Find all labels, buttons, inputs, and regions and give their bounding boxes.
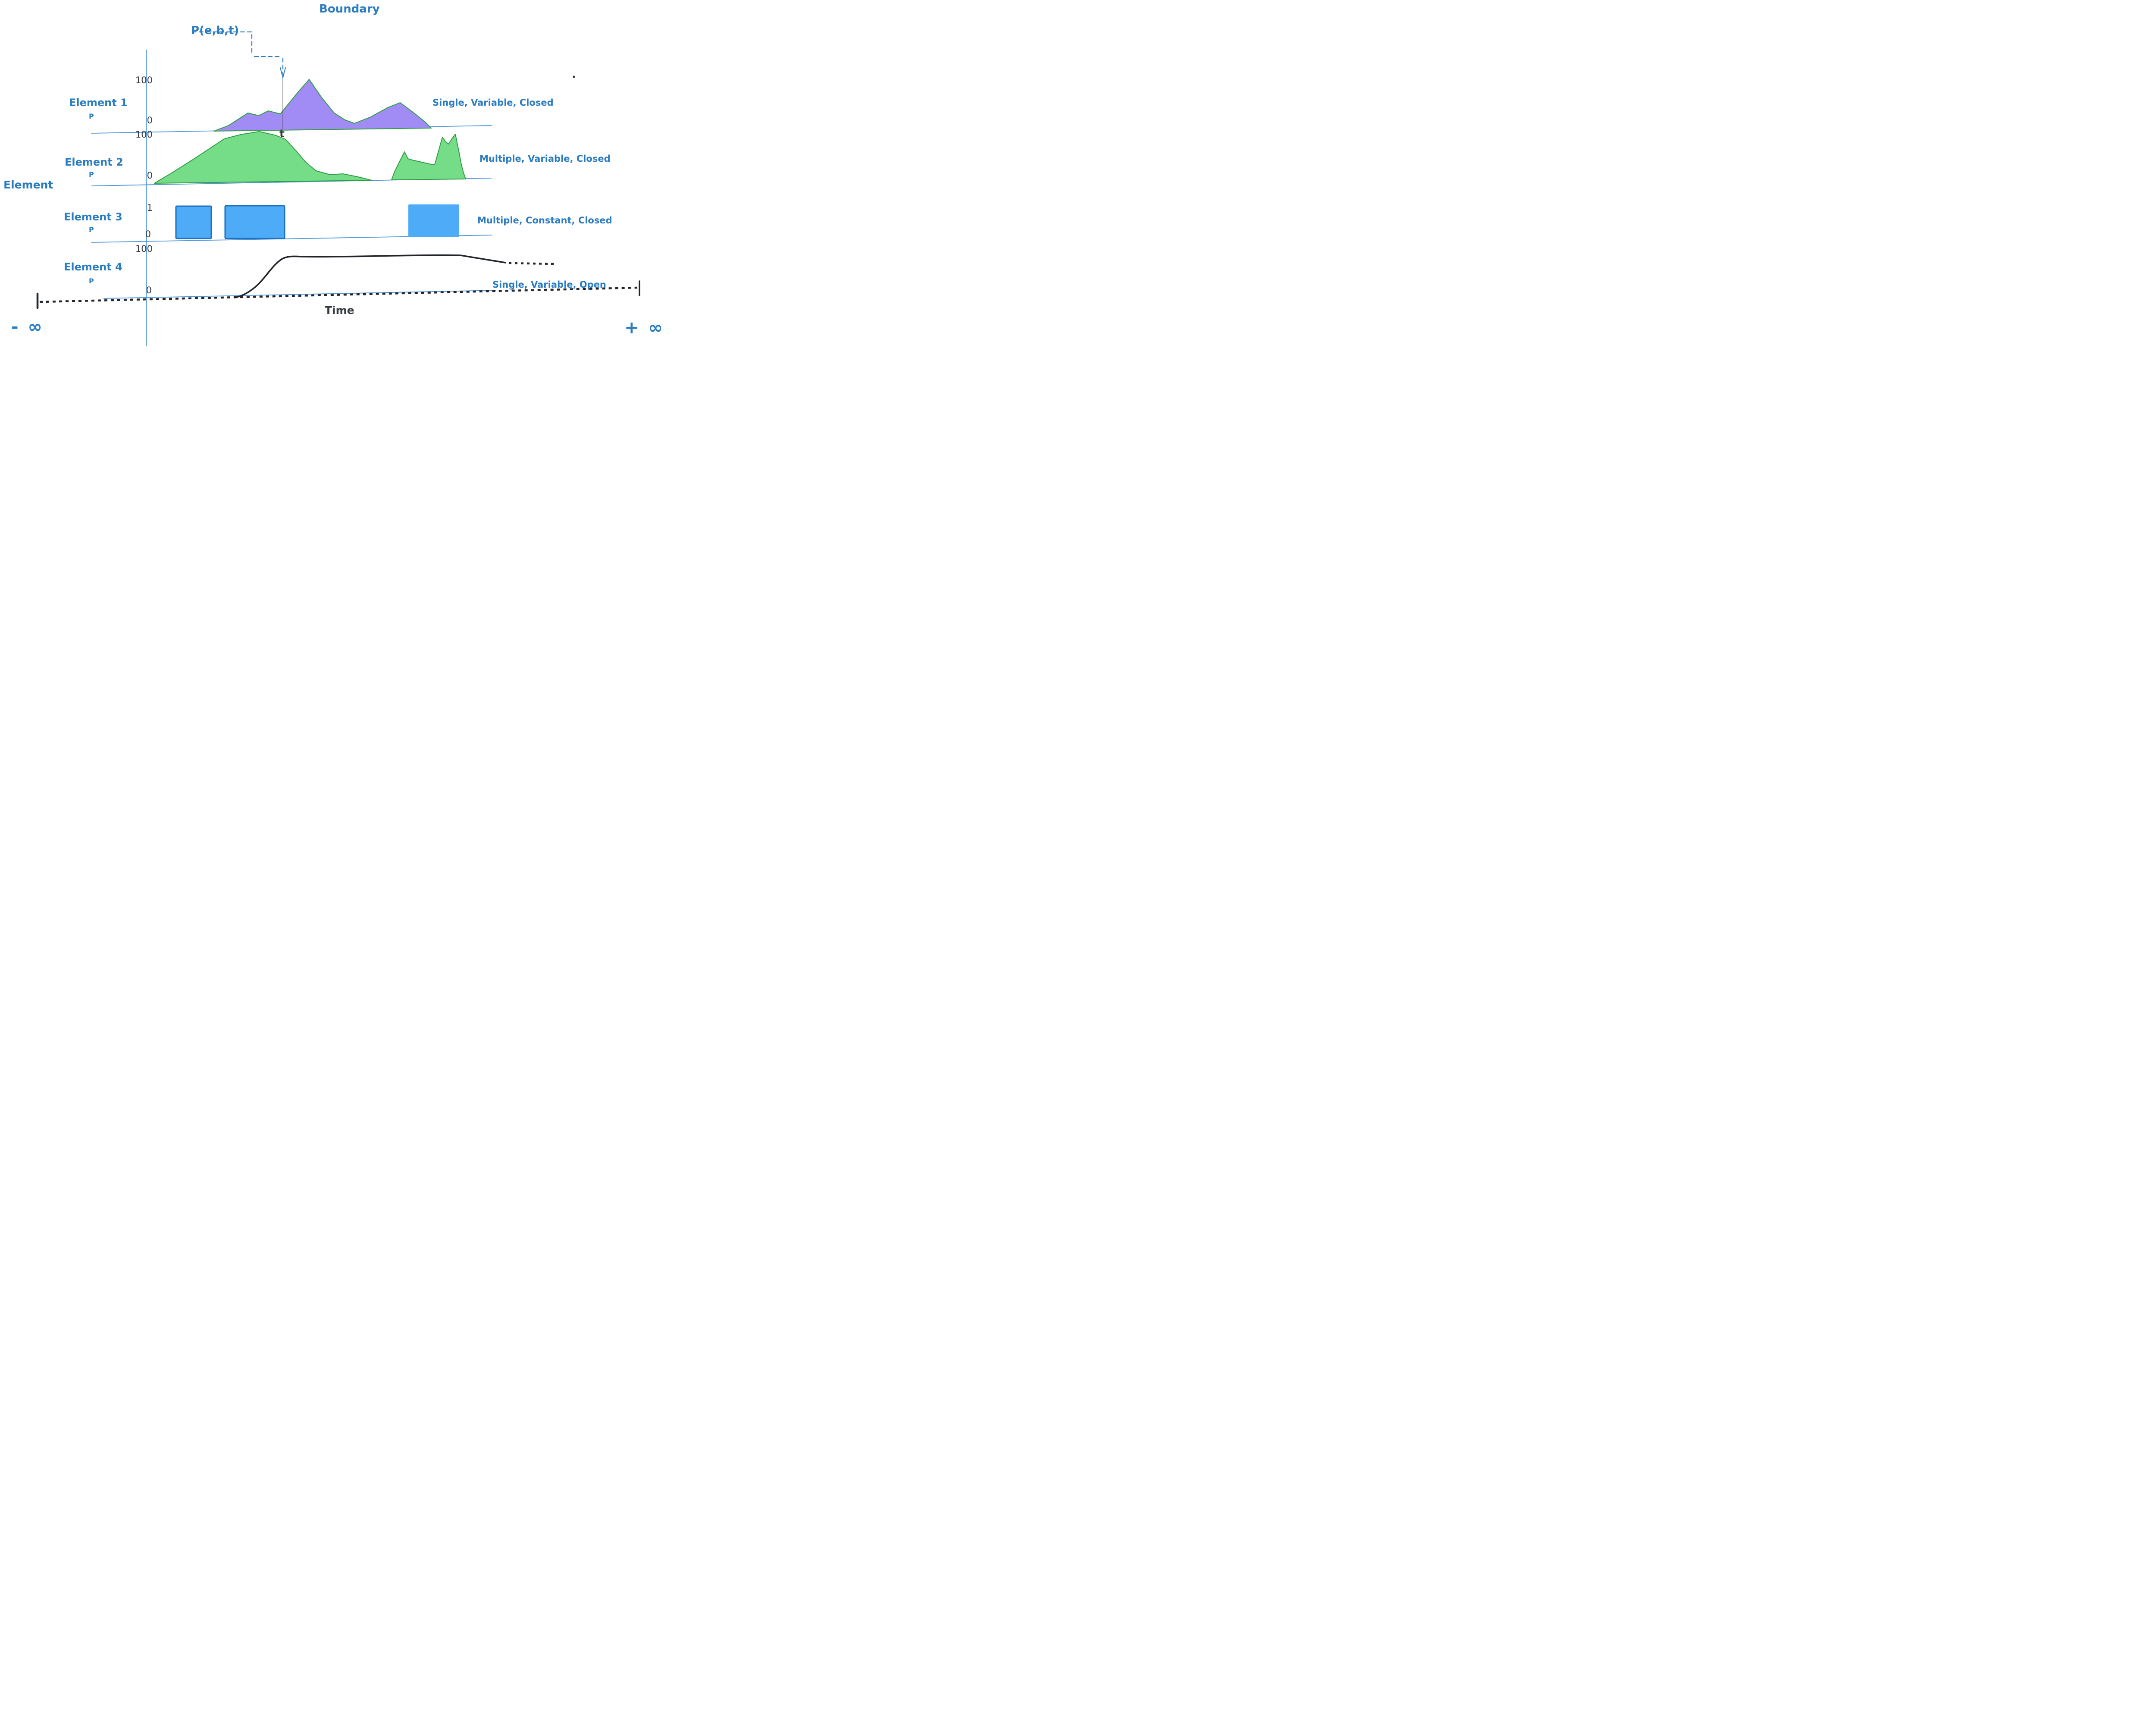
element-3-classification: Multiple, Constant, Closed [477,215,612,226]
whiteboard-diagram: Boundary P(e,b,t) t Element Element 1 P … [0,0,676,356]
element-2-area-right [391,134,466,180]
element-4-ymin: 0 [146,285,152,295]
element-3-bar-1 [175,205,212,239]
probability-annotation-label: P(e,b,t) [191,24,239,37]
diagram-title: Boundary [319,3,380,16]
element-2-ymax: 100 [135,129,153,140]
element-2-label: Element 2 [65,156,123,168]
element-2-area-left [154,131,372,184]
element-4-p-label: P [89,277,94,285]
element-3-p-label: P [89,226,94,234]
element-3-bar-2 [224,205,285,239]
element-1-classification: Single, Variable, Closed [432,97,554,108]
element-3-ymax: 1 [147,203,153,213]
element-axis-label: Element [3,179,53,191]
element-3-label: Element 3 [64,211,122,223]
stray-dot [573,75,575,78]
element-4-label: Element 4 [64,261,122,273]
element-3-bar-3 [408,204,459,237]
element-2-p-label: P [89,170,94,179]
annotation-leader-dashed [191,31,284,75]
element-3-ymin: 0 [145,229,151,239]
element-4-classification: Single, Variable, Open [492,279,606,290]
diagram-graphics [36,31,640,346]
element-2-classification: Multiple, Variable, Closed [479,154,611,164]
element-1-ymin: 0 [147,115,153,126]
element-1-p-label: P [89,112,94,120]
element-4-curve [234,254,506,298]
element-4-curve-open-continuation [508,262,556,265]
timeline-dashed [39,286,638,303]
element-2-ymin: 0 [147,170,153,181]
neg-infinity-label: - ∞ [11,317,44,337]
element-1-label: Element 1 [69,97,128,109]
element-1-ymax: 100 [135,75,153,85]
element-1-area [213,79,432,132]
annotation-arrowhead-icon [280,67,286,79]
element-4-ymax: 100 [135,244,153,254]
t-marker-label: t [279,127,285,140]
time-axis-label: Time [325,304,354,317]
pos-infinity-label: + ∞ [624,318,664,338]
